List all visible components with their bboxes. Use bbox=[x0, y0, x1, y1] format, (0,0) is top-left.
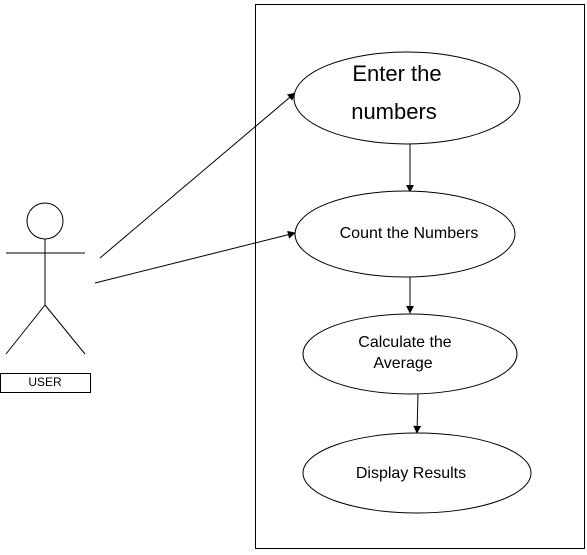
use-case-label-line: Calculate the bbox=[358, 334, 451, 351]
system-boundary bbox=[255, 4, 585, 549]
actor-label: USER bbox=[28, 375, 62, 389]
use-case-ellipse bbox=[293, 51, 521, 145]
use-case-label-line: Enter the bbox=[352, 61, 441, 86]
use-case-enter-numbers: Enter the numbers bbox=[293, 51, 521, 145]
use-case-label-line: Average bbox=[373, 355, 432, 372]
flow-arrow-3 bbox=[413, 393, 422, 434]
use-case-calculate-average: Calculate the Average bbox=[302, 313, 518, 395]
association-arrow-count bbox=[94, 230, 296, 284]
actor-head bbox=[26, 202, 64, 240]
use-case-label: Display Results bbox=[356, 465, 466, 482]
actor-label-box bbox=[0, 373, 91, 393]
use-case-ellipse bbox=[302, 432, 532, 514]
use-case-label-line: numbers bbox=[351, 99, 437, 124]
actor-right-leg bbox=[44, 304, 86, 355]
actor-left-leg bbox=[5, 304, 46, 355]
use-case-count-numbers: Count the Numbers bbox=[294, 190, 516, 278]
association-arrow-enter bbox=[99, 92, 296, 259]
use-case-display-results: Display Results bbox=[302, 432, 532, 514]
use-case-ellipse bbox=[302, 313, 518, 395]
use-case-label: Count the Numbers bbox=[340, 225, 479, 242]
actor-user bbox=[5, 202, 86, 355]
use-case-ellipse bbox=[294, 190, 516, 278]
